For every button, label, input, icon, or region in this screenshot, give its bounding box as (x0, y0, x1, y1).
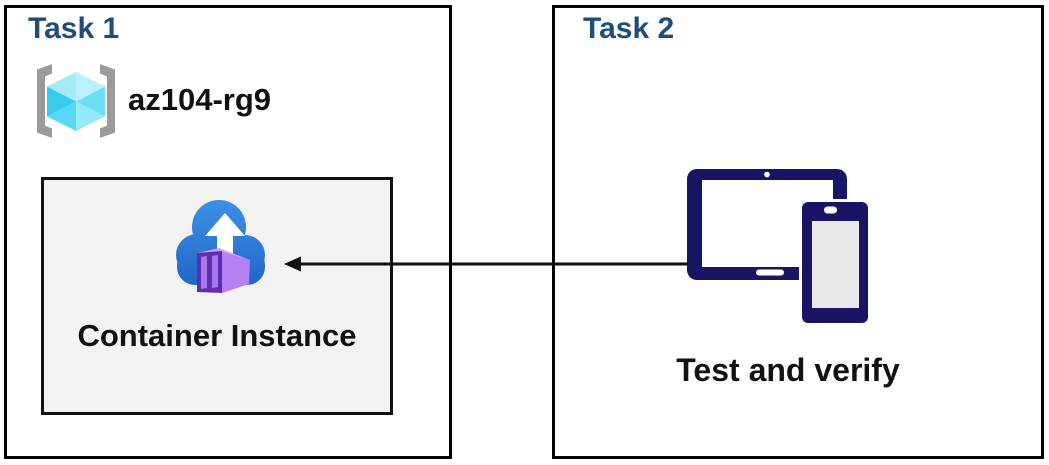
tablet-home-bar (756, 269, 784, 276)
tablet-and-phone-icon (687, 169, 871, 326)
cube-shape (47, 72, 105, 131)
azure-container-instance-icon (176, 200, 265, 293)
task2-box: Task 2 Test and verify (552, 5, 1044, 459)
container-instance-label: Container Instance (77, 318, 357, 353)
resource-group-name: az104-rg9 (128, 82, 272, 117)
azure-resource-group-icon (37, 64, 115, 138)
task1-box: Task 1 az104-rg9 (4, 5, 452, 459)
phone-icon (799, 199, 871, 326)
right-bracket-shape (100, 64, 115, 138)
phone-screen (812, 221, 859, 308)
left-bracket-shape (37, 64, 52, 138)
phone-speaker (824, 206, 837, 214)
task1-title: Task 1 (28, 12, 120, 45)
container-crate-shape (197, 248, 250, 293)
arrow-connector (284, 256, 688, 272)
container-instance-box: Container Instance (41, 177, 393, 415)
test-and-verify-label: Test and verify (676, 352, 900, 388)
task2-title: Task 2 (583, 12, 675, 45)
tablet-camera-dot (764, 171, 770, 178)
left-arrowhead (284, 256, 301, 272)
